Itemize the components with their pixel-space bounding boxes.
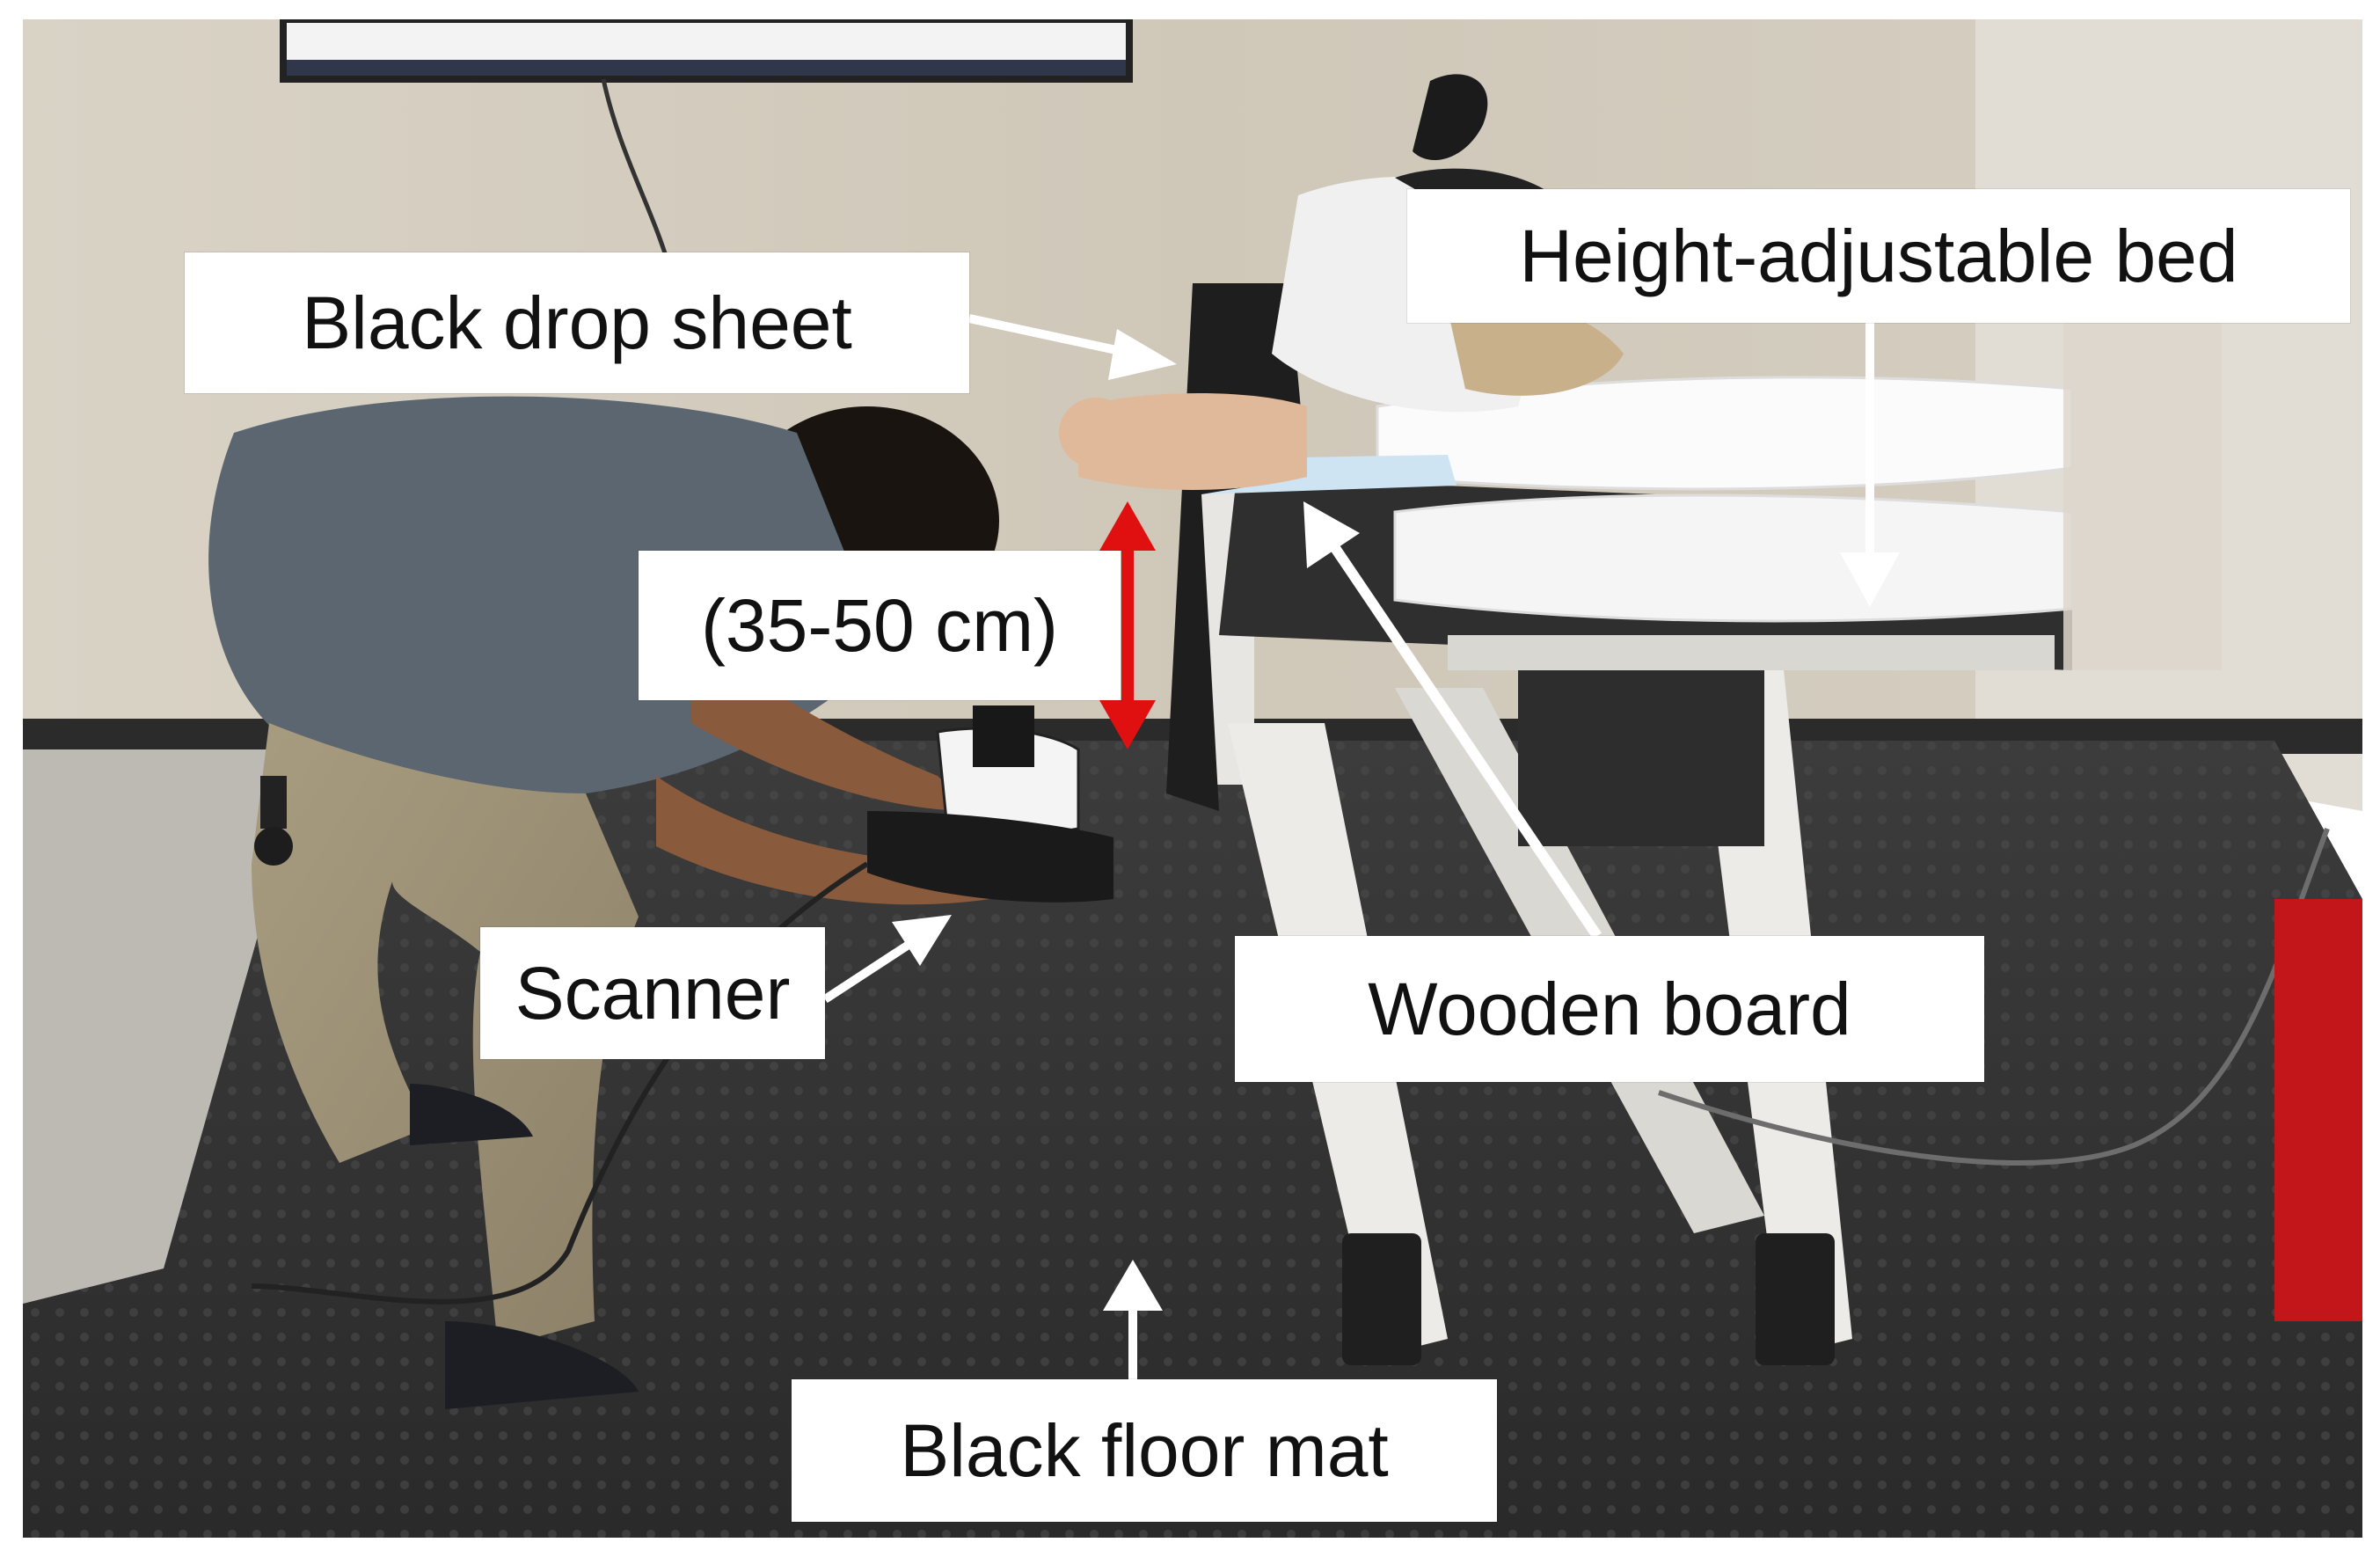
label-black-drop-sheet: Black drop sheet <box>185 252 969 393</box>
label-black-floor-mat: Black floor mat <box>792 1379 1497 1522</box>
photo-frame: Black drop sheet Height-adjustable bed (… <box>23 19 2362 1538</box>
office-chair <box>254 776 293 866</box>
pillow-lower <box>1393 493 2074 623</box>
distance-arrow <box>1099 501 1156 749</box>
label-wooden-board: Wooden board <box>1235 936 1984 1082</box>
label-distance: (35-50 cm) <box>639 551 1121 700</box>
tv-taskbar <box>287 60 1126 76</box>
pointer-arrows <box>822 314 1900 1379</box>
label-scanner: Scanner <box>480 927 825 1059</box>
grey-blur-panel <box>2063 310 2222 670</box>
label-height-adjustable-bed: Height-adjustable bed <box>1407 189 2350 323</box>
floor-left <box>23 749 322 1304</box>
bed-side-rail <box>1448 635 2055 670</box>
red-cabinet <box>2274 899 2362 1321</box>
